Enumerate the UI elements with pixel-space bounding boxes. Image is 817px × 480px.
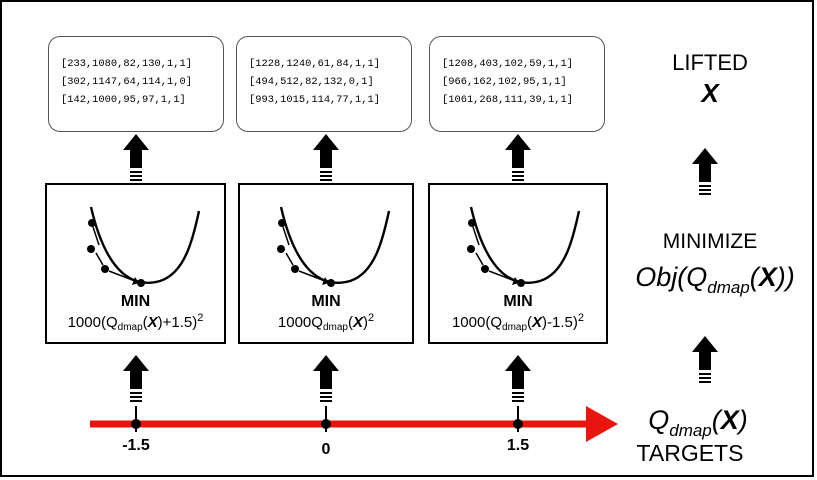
lifted-label: LIFTED: [672, 50, 748, 75]
axis-arrowhead-icon: [586, 406, 618, 442]
q-dmap-expression: Qdmap(X): [648, 405, 748, 440]
min-label: MIN: [503, 293, 533, 310]
min-objective-formula: 1000Qdmap(X)2: [277, 312, 375, 333]
up-arrow-icon: [692, 336, 718, 383]
min-label: MIN: [120, 293, 151, 310]
axis-tick-label: 1.5: [506, 437, 530, 454]
optimization-curve-icon: [87, 206, 201, 287]
vector-line: [494,512,82,132,0,1]: [249, 76, 374, 88]
up-arrow-icon: [123, 134, 149, 181]
vector-line: [1228,1240,61,84,1,1]: [249, 58, 380, 70]
targets-label: TARGETS: [636, 440, 744, 466]
vector-line: [142,1000,95,97,1,1]: [61, 94, 186, 106]
lifted-vector-box-3: [1208,403,102,59,1,1] [966,162,102,95,1,…: [429, 36, 605, 132]
min-label: MIN: [311, 293, 341, 310]
axis-tick-label: 0: [321, 441, 331, 458]
objective-expression: Obj(Qdmap(X)): [635, 262, 795, 297]
optimization-curve-icon: [277, 206, 391, 287]
axis-ticks: [131, 406, 523, 432]
min-box-1: MIN 1000(Qdmap(X)+1.5)2: [45, 183, 226, 344]
min-objective-formula: 1000(Qdmap(X)-1.5)2: [451, 312, 585, 333]
vector-line: [233,1080,82,130,1,1]: [61, 58, 192, 70]
optimization-curve-icon: [467, 206, 581, 287]
vector-line: [993,1015,114,77,1,1]: [249, 94, 380, 106]
up-arrow-icon: [505, 134, 531, 181]
lifted-vector-box-1: [233,1080,82,130,1,1] [302,1147,64,114,1…: [48, 36, 224, 132]
min-box-3: MIN 1000(Qdmap(X)-1.5)2: [428, 183, 608, 344]
lifted-var: X: [701, 78, 719, 108]
up-arrow-icon: [313, 134, 339, 181]
up-arrow-icon: [505, 355, 531, 402]
vector-line: [302,1147,64,114,1,0]: [61, 76, 192, 88]
up-arrow-icon: [692, 148, 718, 195]
min-box-2: MIN 1000Qdmap(X)2: [238, 183, 414, 344]
minimize-label: MINIMIZE: [662, 230, 758, 253]
vector-line: [1061,268,111,39,1,1]: [442, 94, 573, 106]
min-objective-formula: 1000(Qdmap(X)+1.5)2: [67, 312, 204, 333]
up-arrow-icon: [123, 355, 149, 402]
vector-line: [1208,403,102,59,1,1]: [442, 58, 573, 70]
axis-tick-label: -1.5: [122, 437, 150, 454]
vector-line: [966,162,102,95,1,1]: [442, 76, 567, 88]
up-arrow-icon: [313, 355, 339, 402]
lifted-vector-box-2: [1228,1240,61,84,1,1] [494,512,82,132,0,…: [236, 36, 412, 132]
